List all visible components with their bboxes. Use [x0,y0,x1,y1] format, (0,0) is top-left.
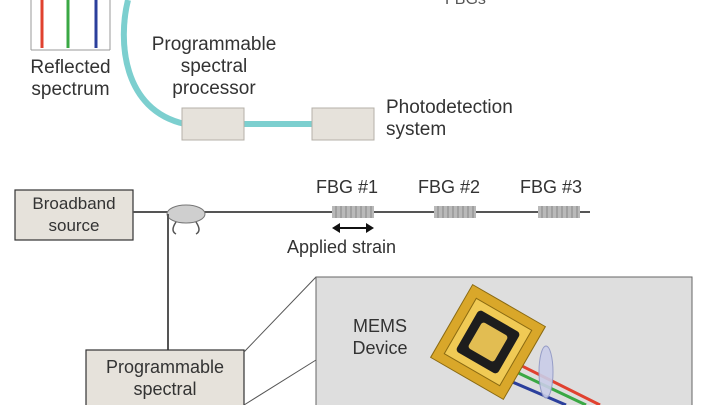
teal-optical-fiber [120,0,312,127]
processor-block [181,107,245,141]
photodetection-block [311,107,375,141]
processor-box-lower [85,349,245,405]
applied-strain-label: Applied strain [287,237,397,257]
reflected-spectrum-label: Reflected spectrum [30,57,111,100]
fbg-grating-2 [434,206,476,218]
top-processor-label: Programmable spectral processor [151,34,277,99]
coupler [166,204,206,224]
fbg2-label: FBG #2 [418,177,481,197]
cropped-top-text: FBGs [445,0,486,8]
lens [538,345,554,399]
zoom-line-upper [243,276,317,353]
broadband-source-box [14,189,134,241]
broadband-source-label: Broadband source [32,194,116,235]
mems-device-label: MEMS Device [352,316,408,358]
fbg3-label: FBG #3 [520,177,583,197]
mems-device [429,283,547,401]
fbg1-label: FBG #1 [316,177,379,197]
fbg-grating-1 [332,206,374,218]
zoom-line-lower [243,359,317,405]
fbg-grating-3 [538,206,580,218]
photodetection-label: Photodetection system [386,97,513,140]
lower-processor-label: Programmable spectral [105,357,225,399]
reflected-spectrum-plot [30,0,111,51]
strain-arrow [332,223,374,233]
